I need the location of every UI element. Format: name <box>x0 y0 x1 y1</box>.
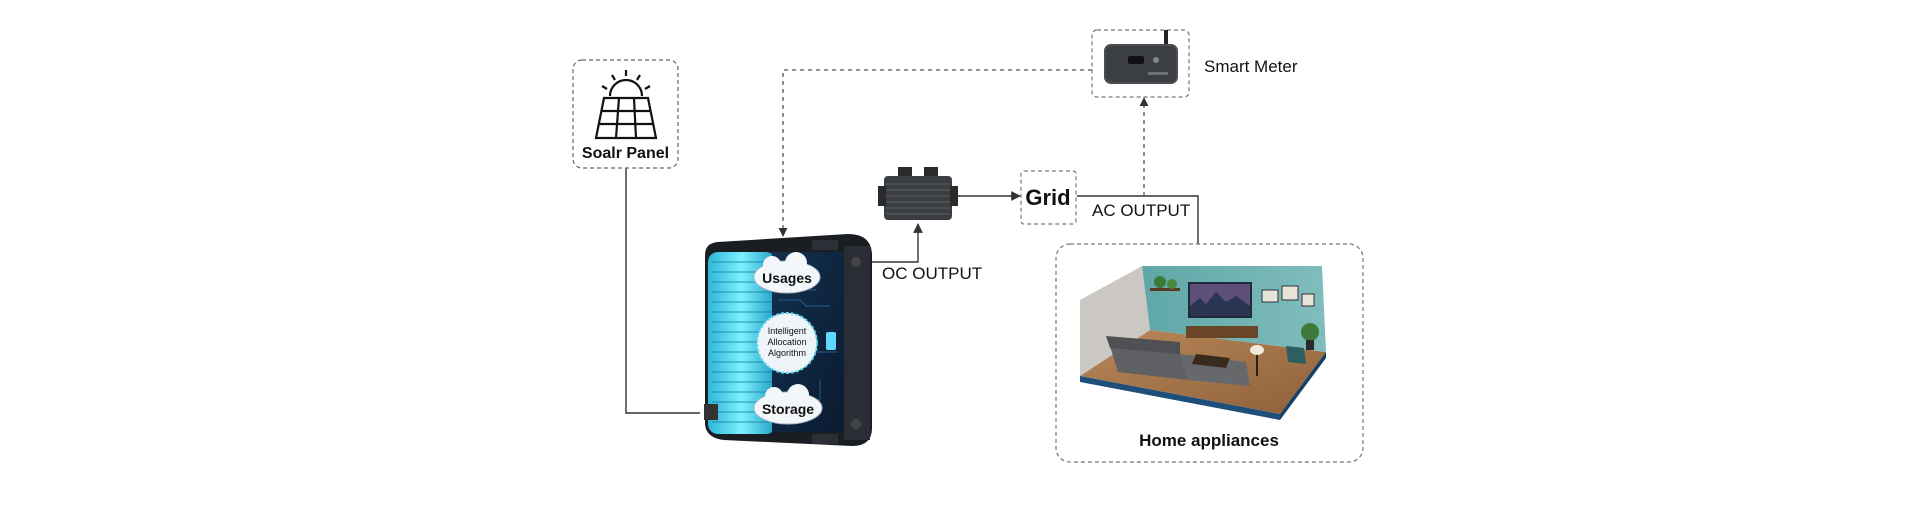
algorithm-line3: Algorithm <box>768 348 806 358</box>
home-appliances-label: Home appliances <box>1139 431 1279 450</box>
meter-feedback-line <box>778 69 1092 237</box>
solar-to-battery-line <box>625 168 700 414</box>
living-room-image <box>1080 266 1326 420</box>
oc-output-label: OC OUTPUT <box>882 264 982 283</box>
solar-panel-icon <box>594 70 658 140</box>
storage-label: Storage <box>762 401 814 417</box>
algorithm-line2: Allocation <box>767 337 806 347</box>
allocation-algorithm-badge: Intelligent Allocation Algorithm <box>756 312 818 374</box>
storage-bubble: Storage <box>753 384 823 425</box>
microinverter-icon <box>878 167 958 220</box>
algorithm-line1: Intelligent <box>768 326 807 336</box>
usages-bubble: Usages <box>753 252 821 294</box>
grid-label: Grid <box>1025 185 1070 210</box>
ac-output-label: AC OUTPUT <box>1092 201 1190 220</box>
smart-meter-label: Smart Meter <box>1204 57 1298 76</box>
home-appliances-node: Home appliances <box>1055 243 1364 463</box>
battery-storage-icon: Usages Intelligent Allocation Algorithm … <box>704 234 872 446</box>
smart-meter-node <box>1091 29 1190 98</box>
smart-meter-icon <box>1104 30 1178 84</box>
usages-label: Usages <box>762 270 812 286</box>
grid-node: Grid <box>1020 170 1077 225</box>
solar-panel-node: Soalr Panel <box>572 59 679 169</box>
solar-panel-label: Soalr Panel <box>582 145 669 162</box>
